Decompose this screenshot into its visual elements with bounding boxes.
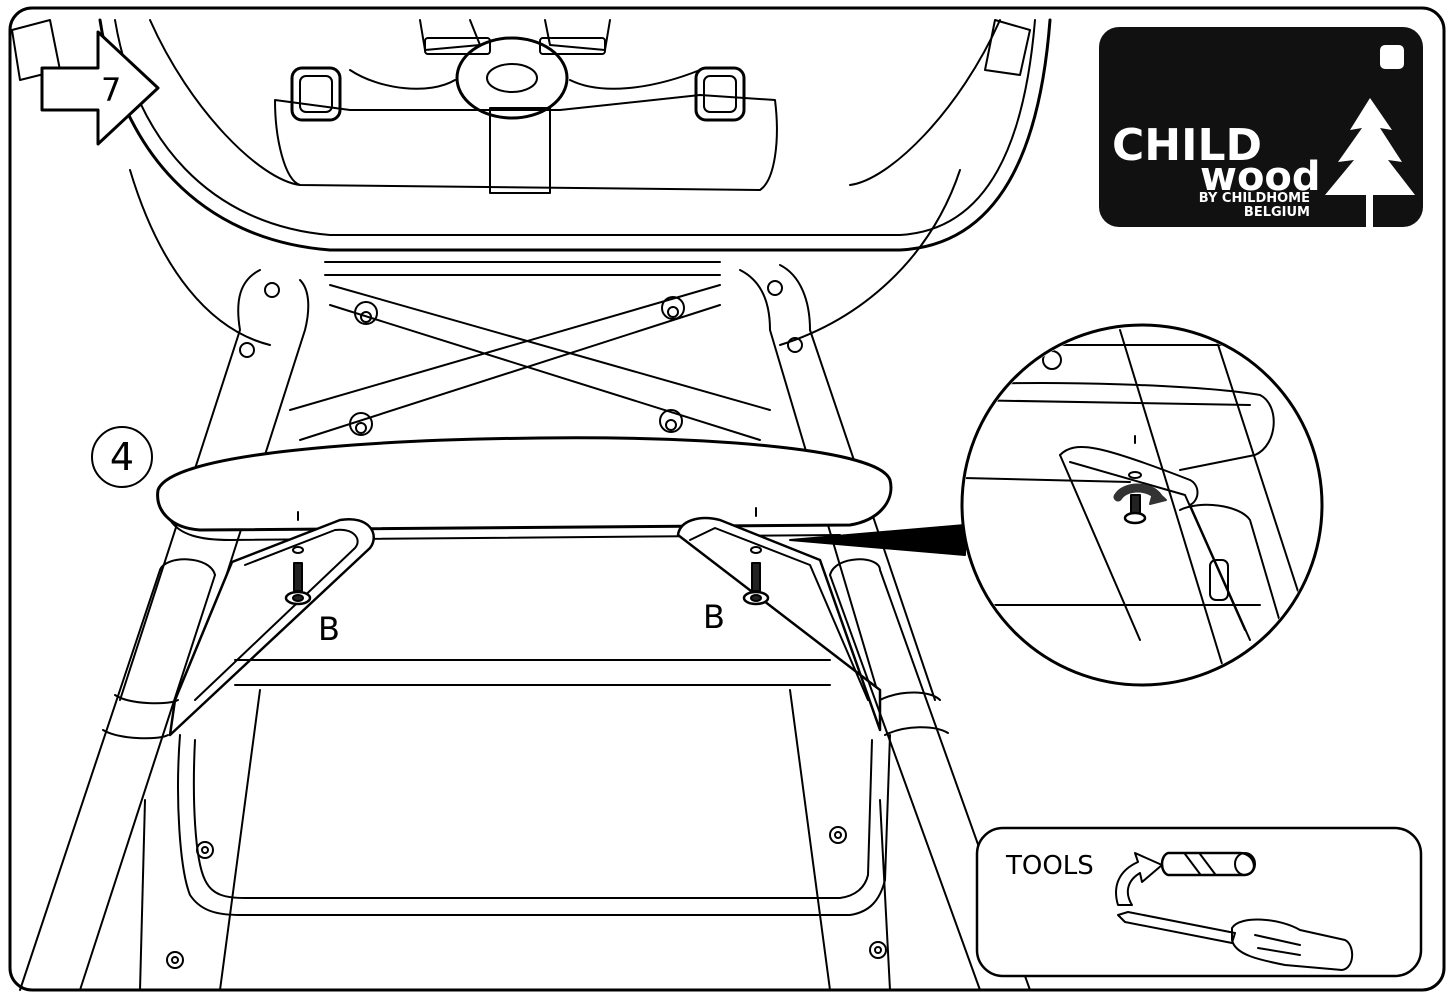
screw-right [742, 562, 770, 606]
seat [11, 18, 1052, 346]
footrest [156, 436, 893, 737]
screw-left [284, 562, 312, 606]
childwood-logo: CHILD wood BY CHILDHOME BELGIUM [1099, 27, 1423, 227]
current-step-number: 4 [110, 435, 134, 479]
screwdriver-icon [1117, 911, 1354, 971]
tree-icon [1325, 98, 1415, 227]
logo-line4: BELGIUM [1244, 205, 1310, 220]
logo-line2: wood [1200, 154, 1321, 200]
step-number-circle [91, 426, 153, 488]
cross-frame [119, 261, 936, 721]
page-frame [8, 6, 1446, 992]
tools-title: TOOLS [1005, 851, 1094, 881]
lower-frame [19, 558, 1031, 991]
curved-arrow-icon [1115, 852, 1163, 906]
screwdriver-bit-icon [1160, 851, 1256, 877]
logo-line3: BY CHILDHOME [1199, 191, 1310, 206]
logo-line1: CHILD [1112, 120, 1262, 171]
tools-box [975, 826, 1423, 978]
screw-label-right: B [703, 598, 725, 636]
next-step-arrow-icon [40, 30, 160, 146]
rotate-arrow-icon [1113, 483, 1167, 505]
next-step-number: 7 [101, 71, 121, 109]
screw-label-left: B [318, 610, 340, 648]
